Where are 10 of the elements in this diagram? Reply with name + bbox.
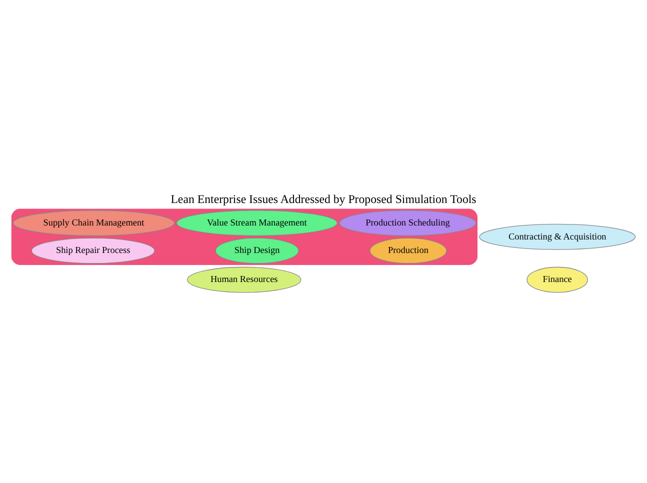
node-ellipse: Contracting & Acquisition	[479, 224, 636, 250]
node-ellipse: Ship Design	[215, 238, 299, 264]
node-ellipse: Human Resources	[187, 266, 302, 293]
diagram-title: Lean Enterprise Issues Addressed by Proposed Simulation Tools	[170, 192, 476, 206]
node-ellipse: Production Scheduling	[339, 210, 476, 236]
node-ellipse: Ship Repair Process	[31, 238, 155, 264]
node-ellipse: Value Stream Management	[176, 210, 338, 236]
node-ellipse: Production	[370, 238, 447, 264]
node-ellipse: Supply Chain Management	[12, 210, 175, 236]
node-ellipse: Finance	[526, 266, 588, 293]
